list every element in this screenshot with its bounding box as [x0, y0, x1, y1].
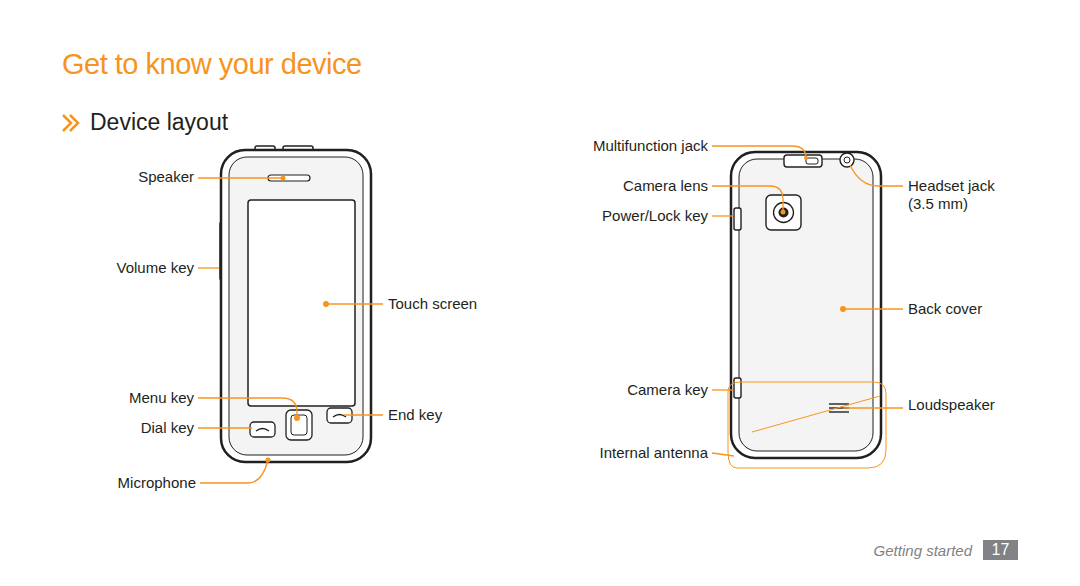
part-label: Power/Lock key [602, 207, 708, 225]
part-label: Camera key [627, 381, 708, 399]
leader-lines [198, 146, 903, 483]
page-number: 17 [992, 541, 1010, 559]
page-title: Get to know your device [62, 48, 362, 81]
part-label: Menu key [129, 389, 194, 407]
heading-chevron [63, 115, 78, 131]
part-label: Internal antenna [600, 444, 708, 462]
part-label: Touch screen [388, 295, 477, 313]
antenna-region [728, 382, 886, 468]
part-label: End key [388, 406, 442, 424]
phone-back [728, 152, 886, 468]
part-label: Dial key [141, 419, 194, 437]
part-label: Camera lens [623, 177, 708, 195]
leader-dots [266, 156, 847, 463]
section-name: Getting started [874, 542, 972, 559]
part-label: Back cover [908, 300, 982, 318]
part-label: Speaker [138, 168, 194, 186]
part-label: Headset jack (3.5 mm) [908, 177, 1008, 213]
part-label: Microphone [118, 474, 196, 492]
part-label: Loudspeaker [908, 396, 995, 414]
page-number-box [983, 540, 1018, 560]
section-heading: Device layout [90, 109, 228, 136]
part-label: Multifunction jack [593, 137, 708, 155]
part-label: Volume key [116, 259, 194, 277]
